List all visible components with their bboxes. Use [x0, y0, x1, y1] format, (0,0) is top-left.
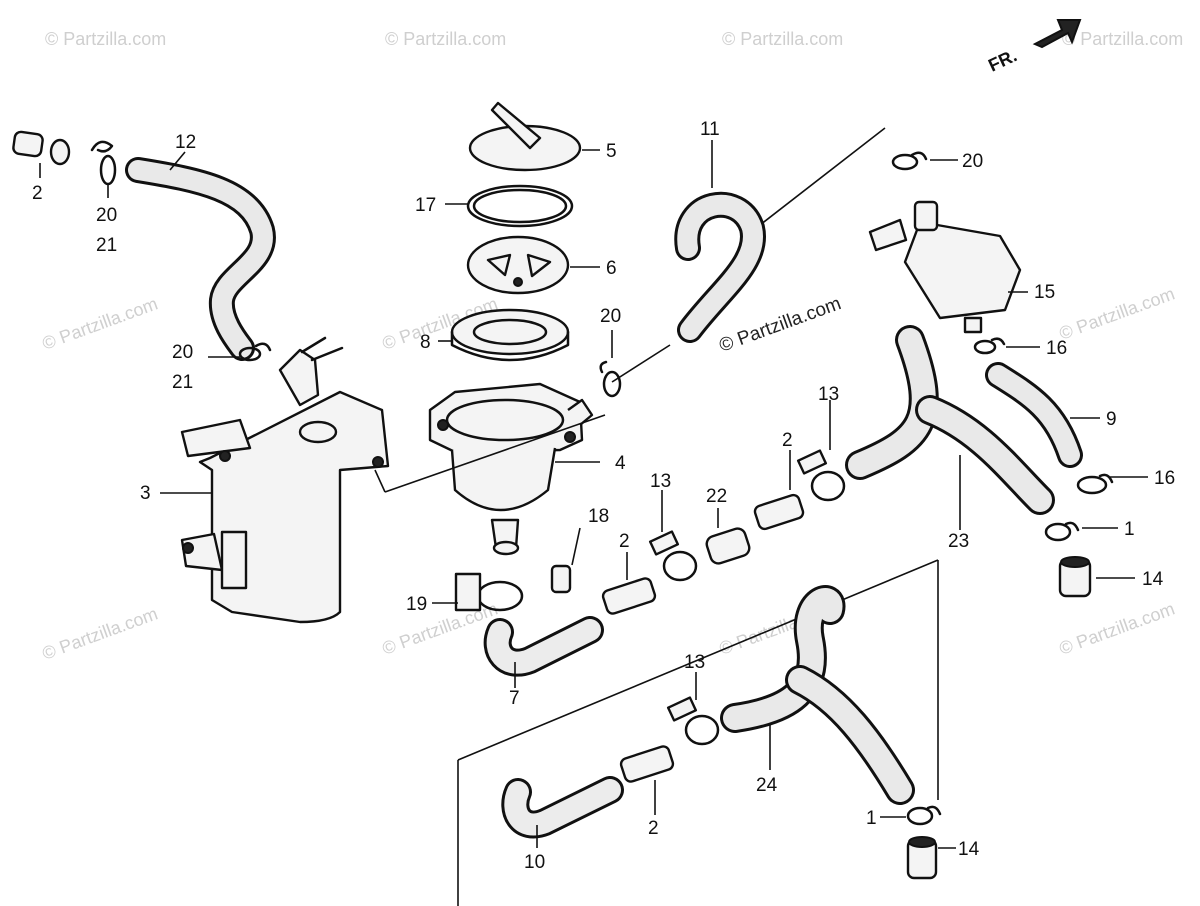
callout-20: 20: [962, 151, 983, 172]
part-5-filter-cap: [468, 101, 600, 172]
front-label: FR.: [985, 45, 1020, 75]
callout-8: 8: [420, 332, 431, 353]
callout-14: 14: [958, 839, 980, 860]
watermark-center: © Partzilla.com: [717, 293, 844, 357]
callout-13: 13: [818, 384, 839, 405]
part-14-fitting-lower: [906, 836, 956, 880]
part-23-y-hose: [845, 325, 1055, 530]
front-arrow-icon: [1032, 19, 1082, 49]
part-17-o-ring: [445, 184, 574, 228]
callout-labels: 2 20 21 12 20 21 3 5 17 6 8 20 4 11 20 1…: [32, 119, 1175, 873]
leader-lines: [374, 127, 939, 906]
watermark: © Partzilla.com: [722, 29, 843, 49]
watermark: © Partzilla.com: [45, 29, 166, 49]
part-24-hose: [720, 585, 915, 805]
part-12-hose: [125, 151, 276, 361]
callout-11: 11: [700, 119, 720, 140]
part-20-clamp-center: [599, 330, 622, 398]
part-10-elbow: [501, 776, 624, 848]
watermark: © Partzilla.com: [40, 603, 161, 663]
callout-13: 13: [684, 652, 705, 673]
callout-2: 2: [648, 818, 659, 839]
callout-20: 20: [96, 205, 117, 226]
callout-16: 16: [1154, 468, 1175, 489]
callout-12: 12: [175, 132, 196, 153]
callout-20: 20: [172, 342, 193, 363]
part-20-clamp-mid: [208, 342, 272, 362]
callout-22: 22: [706, 486, 727, 507]
part-9-hose: [985, 362, 1100, 468]
part-16-clamp-upper: [973, 337, 1040, 355]
part-16-clamp-lower: [1076, 473, 1148, 495]
callout-2: 2: [782, 430, 793, 451]
callout-1: 1: [866, 808, 877, 829]
callout-2: 2: [619, 531, 630, 552]
callout-2: 2: [32, 183, 43, 204]
callout-4: 4: [615, 453, 626, 474]
callout-24: 24: [756, 775, 778, 796]
part-20-clamp-right: [891, 151, 958, 171]
callout-14: 14: [1142, 569, 1164, 590]
part-1-clamp-right: [1044, 521, 1118, 542]
callout-17: 17: [415, 195, 436, 216]
callout-21: 21: [96, 235, 117, 256]
part-14-fitting-right: [1058, 556, 1135, 598]
callout-7: 7: [509, 688, 520, 709]
watermark: © Partzilla.com: [380, 598, 501, 658]
callout-23: 23: [948, 531, 969, 552]
part-13-clamp-center: [648, 490, 698, 582]
callout-10: 10: [524, 852, 545, 873]
part-13-clamp-lower: [666, 672, 720, 746]
watermark: © Partzilla.com: [385, 29, 506, 49]
callout-16: 16: [1046, 338, 1067, 359]
part-6-filter-screen: [466, 235, 600, 295]
part-13-clamp-right: [796, 400, 846, 502]
callout-18: 18: [588, 506, 609, 527]
callout-19: 19: [406, 594, 427, 615]
part-2-fitting-center: [601, 552, 657, 615]
part-15-inline-filter: [868, 200, 1028, 334]
callout-15: 15: [1034, 282, 1055, 303]
watermark: © Partzilla.com: [1062, 29, 1183, 49]
part-3-filter-bracket: [160, 336, 390, 624]
callout-13: 13: [650, 471, 671, 492]
part-11-hose: [674, 140, 766, 343]
part-18-bolt: [550, 527, 581, 594]
callout-20: 20: [600, 306, 621, 327]
part-22-sleeve: [705, 508, 751, 565]
callout-1: 1: [1124, 519, 1135, 540]
part-8-filter-element: [438, 308, 570, 362]
watermark: © Partzilla.com: [1057, 598, 1178, 658]
watermark: © Partzilla.com: [1057, 283, 1178, 343]
part-4-filter-body: [428, 382, 600, 556]
callout-3: 3: [140, 483, 151, 504]
part-20-clamp-left: [90, 140, 117, 198]
callout-9: 9: [1106, 409, 1117, 430]
callout-5: 5: [606, 141, 617, 162]
callout-21: 21: [172, 372, 193, 393]
part-2-fitting-right: [753, 450, 805, 531]
part-7-elbow: [483, 616, 604, 688]
part-1-clamp-lower: [880, 805, 942, 826]
callout-6: 6: [606, 258, 617, 279]
part-19-clamp: [432, 572, 524, 612]
part-2-fitting-lower: [619, 745, 675, 815]
watermark: © Partzilla.com: [40, 293, 161, 353]
part-2-fitting-top: [12, 130, 71, 178]
